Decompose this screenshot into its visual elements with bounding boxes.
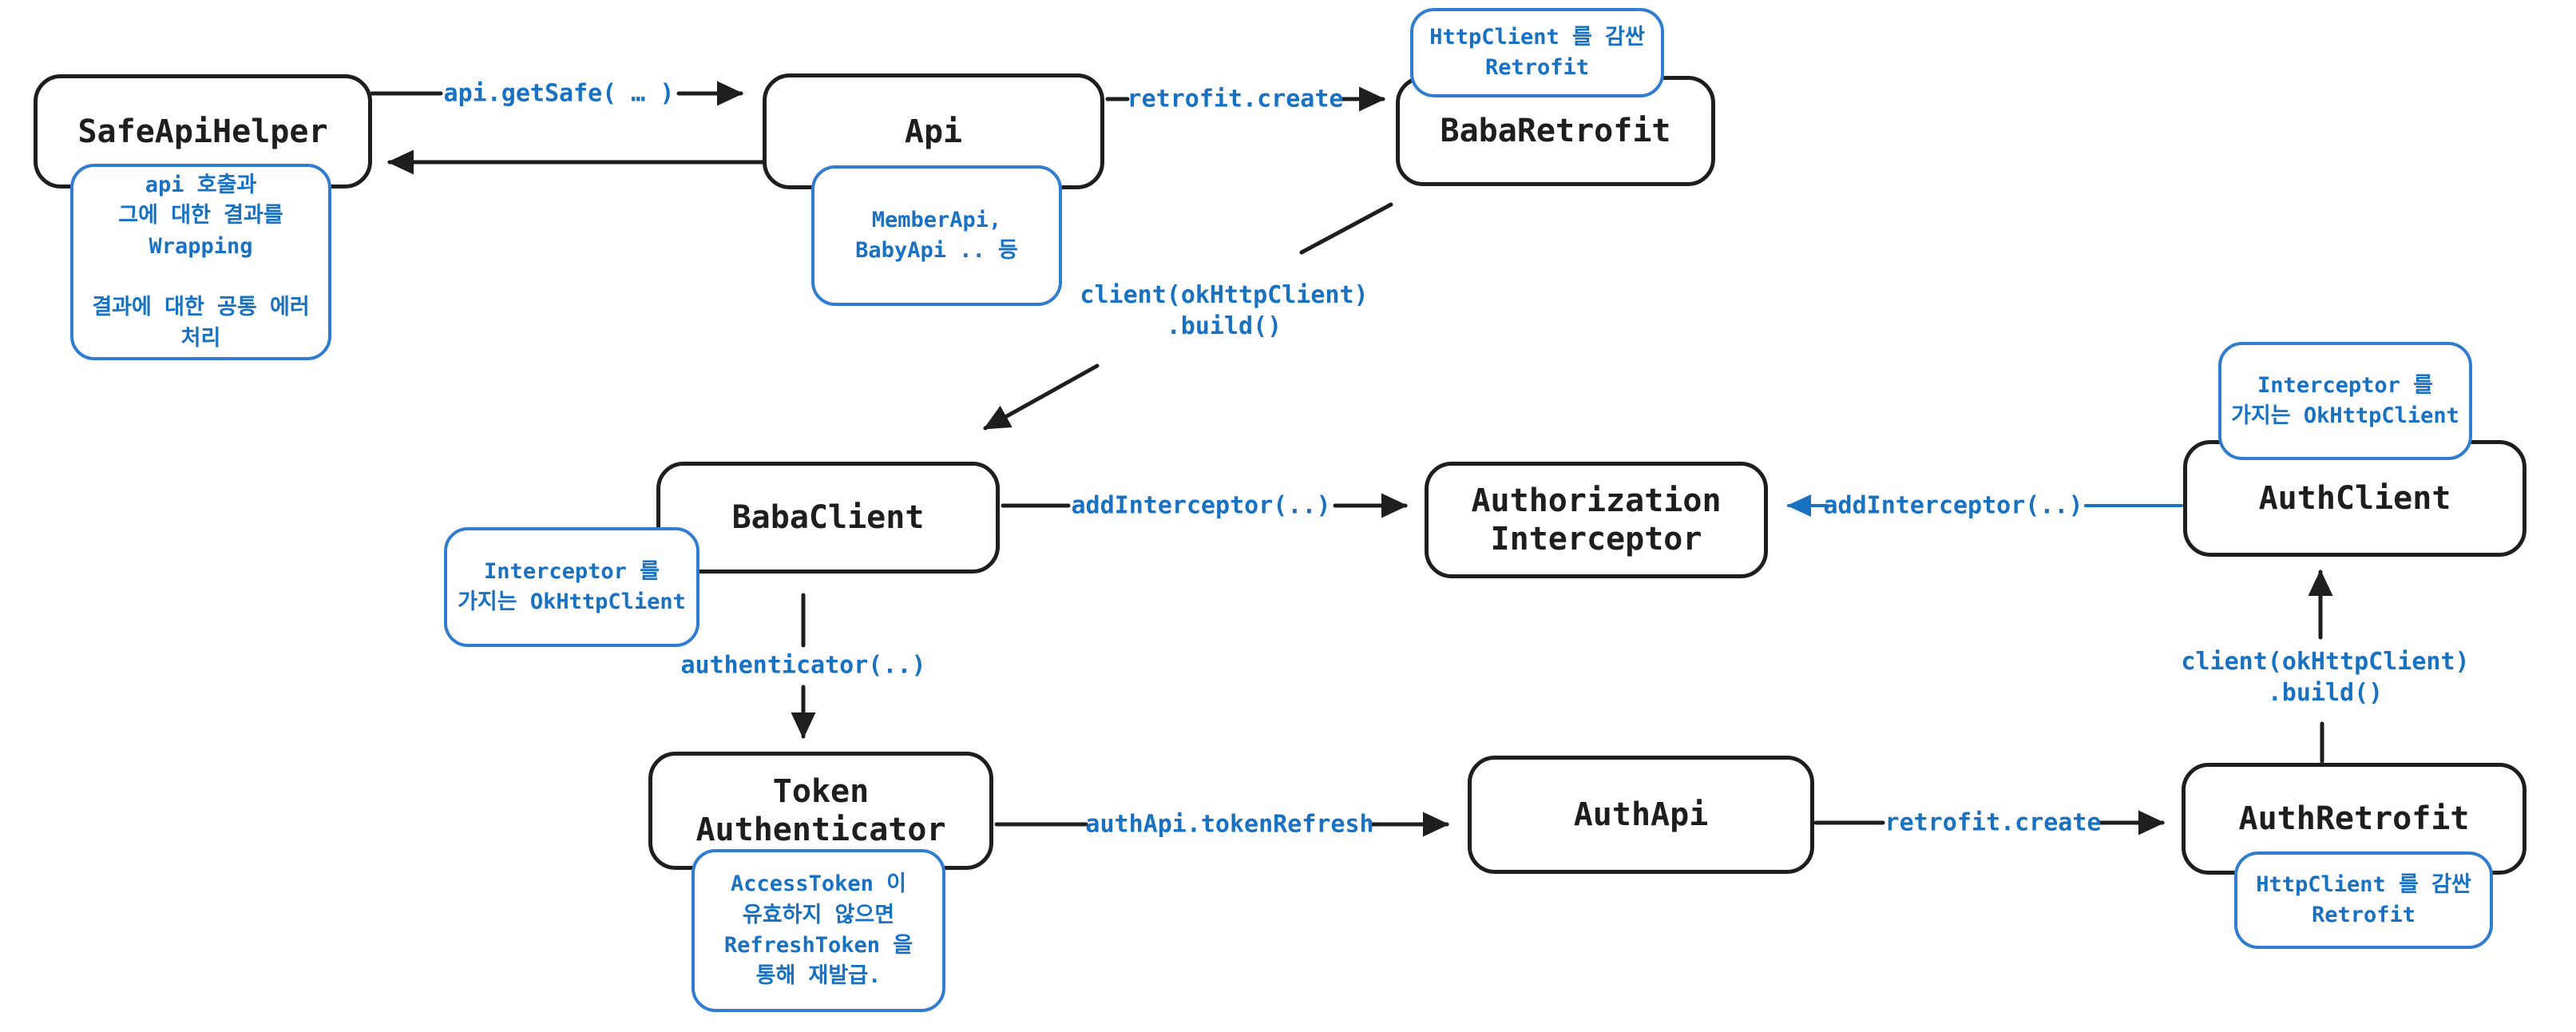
note-token-authenticator: AccessToken 이 유효하지 않으면 RefreshToken 을 통해… [692, 849, 945, 1012]
note-baba-client: Interceptor 를 가지는 OkHttpClient [444, 527, 699, 647]
edge-label-authenticator: authenticator(..) [680, 651, 926, 680]
note-api-members: MemberApi, BabyApi .. 등 [811, 165, 1062, 306]
edge-label-client-build-mid: client(okHttpClient) .build() [1080, 281, 1369, 340]
edge-label-retrofit-create-top: retrofit.create [1127, 85, 1344, 113]
edge-label-retrofit-create-bottom: retrofit.create [1884, 808, 2102, 837]
edge-label-add-interceptor-blue: addInterceptor(..) [1823, 491, 2083, 520]
edge-label-api-getsafe: api.getSafe( … ) [443, 79, 675, 108]
note-baba-retrofit: HttpClient 를 감싼 Retrofit [1410, 8, 1664, 97]
arrow-client-build-right [2308, 570, 2333, 764]
arrow-client-build-diagonal [983, 202, 1393, 431]
edge-label-add-interceptor: addInterceptor(..) [1071, 491, 1331, 520]
node-auth-api: AuthApi [1468, 756, 1814, 874]
note-auth-retrofit: HttpClient 를 감싼 Retrofit [2234, 851, 2493, 949]
note-auth-client: Interceptor 를 가지는 OkHttpClient [2218, 342, 2472, 460]
edge-label-client-build-right: client(okHttpClient) .build() [2181, 648, 2470, 707]
edge-label-token-refresh: authApi.tokenRefresh [1085, 810, 1374, 839]
note-safe-api-helper: api 호출과 그에 대한 결과를 Wrapping 결과에 대한 공통 에러 … [70, 164, 331, 360]
node-baba-client: BabaClient [656, 462, 1000, 574]
node-authorization-interceptor: Authorization Interceptor [1425, 462, 1768, 578]
